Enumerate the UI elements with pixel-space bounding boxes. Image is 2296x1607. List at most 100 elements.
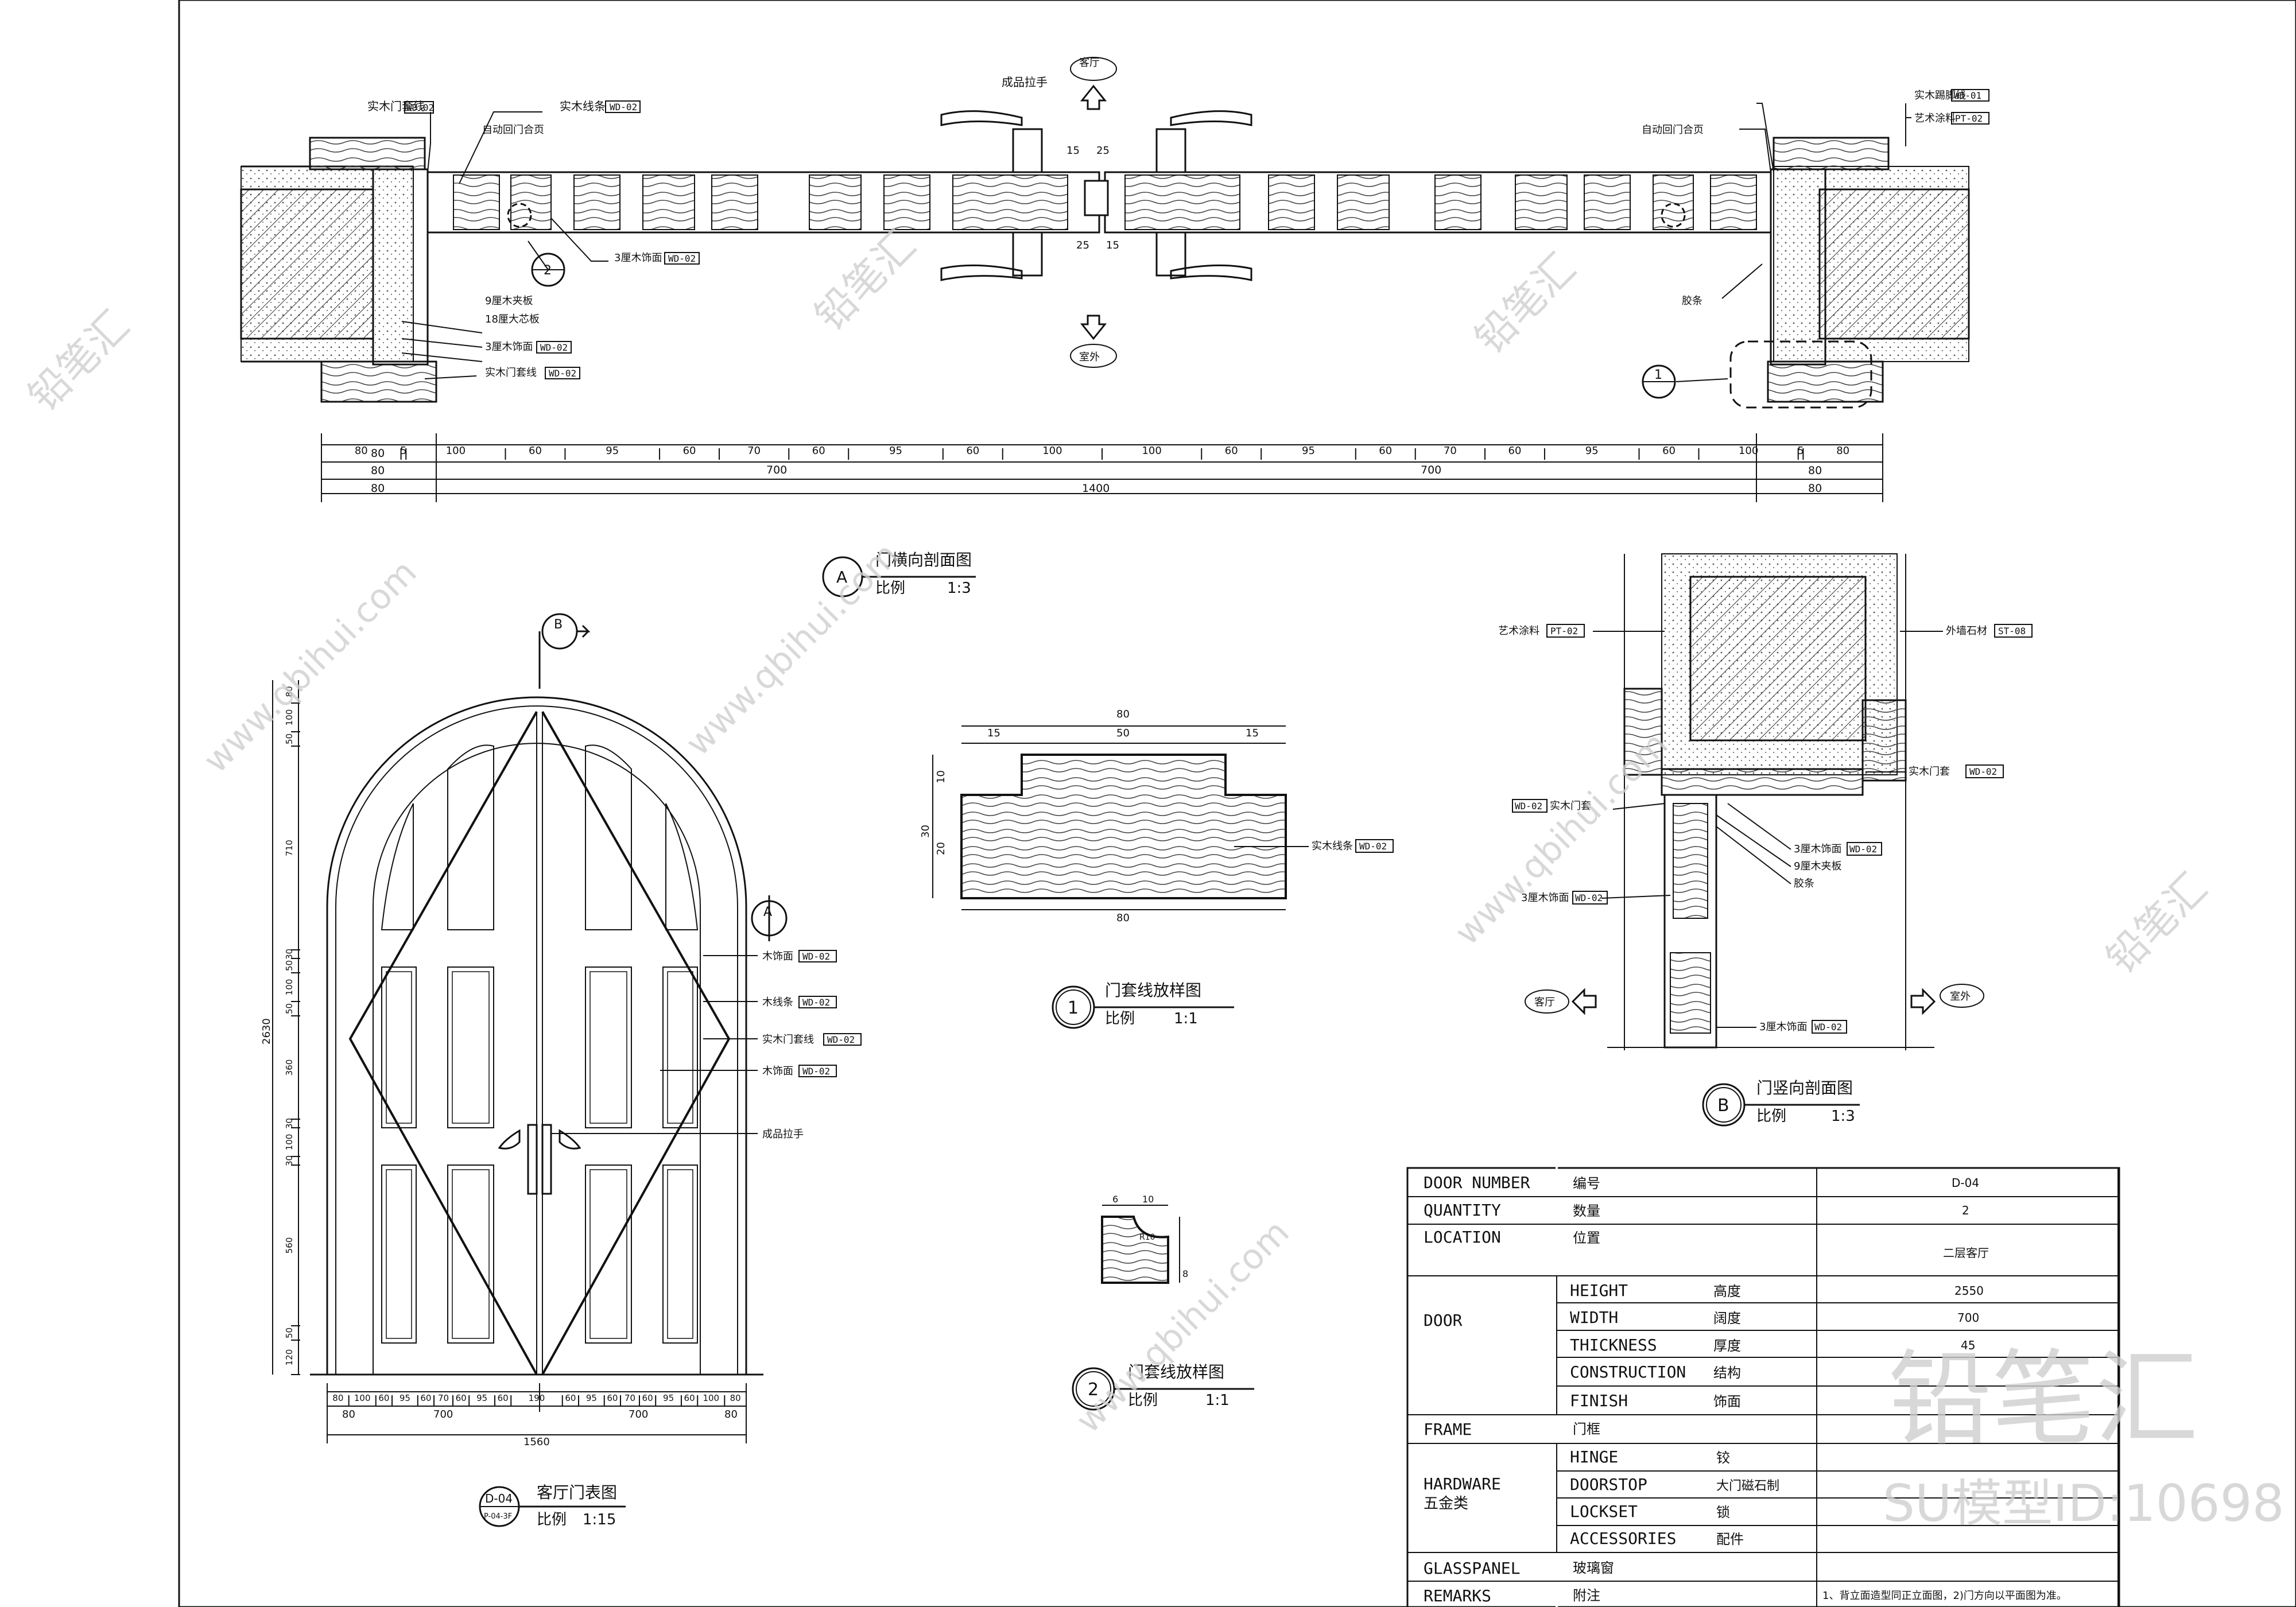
elev-label-frame-line-code: WD-02	[827, 1034, 855, 1045]
label-wood-strip: 实木线条	[560, 99, 606, 113]
label-frame-line-b: 实木门套线	[485, 367, 537, 379]
label-veneer3b-code: WD-02	[540, 342, 568, 353]
elev-hdim-label: 50	[284, 960, 294, 971]
label-frame-line-b-code: WD-02	[549, 368, 576, 379]
callout-2-symbol: 2	[544, 263, 552, 278]
sched-row1-en: QUANTITY	[1424, 1201, 1501, 1220]
section-a-dim-label: 60	[1662, 445, 1676, 457]
secb-veneer3-code: WD-02	[1849, 844, 1877, 855]
watermark-brand-4: 铅笔汇	[2097, 864, 2216, 983]
elev-hdim-label: 560	[284, 1237, 294, 1254]
secb-frame-l-code: WD-02	[1515, 801, 1542, 812]
elev-wdim-label: 60	[456, 1393, 467, 1403]
elevation-tag-top: D-04	[485, 1492, 513, 1505]
secb-veneer3-bottom-code: WD-02	[1814, 1022, 1842, 1032]
door-schedule-table	[1406, 1165, 2120, 1607]
sched-row0-en: DOOR NUMBER	[1424, 1173, 1530, 1192]
elev-hdim-label: 30	[284, 949, 294, 960]
sched-door-group: DOOR	[1424, 1311, 1463, 1330]
label-paint-right-code: PT-02	[1955, 113, 1983, 124]
elevation-scale: 1:15	[583, 1511, 616, 1528]
label-veneer3-top-code: WD-02	[668, 253, 696, 264]
sched-row1-cn: 数量	[1573, 1203, 1600, 1219]
elev-hdim-label: 50	[284, 1327, 294, 1338]
sched-glass-en: GLASSPANEL	[1424, 1559, 1521, 1578]
section-a-dim-80e: 80	[1808, 482, 1822, 495]
elev-label-handle: 成品拉手	[762, 1128, 804, 1140]
sched-door-c-cn: 结构	[1713, 1365, 1741, 1381]
center-dim-25: 25	[1096, 145, 1110, 157]
elev-hdim-label: 100	[284, 1134, 294, 1151]
elev-wdim-label: 190	[529, 1393, 545, 1403]
label-rubber: 胶条	[1682, 295, 1702, 307]
section-a-dim-1400: 1400	[1082, 482, 1110, 495]
secb-veneer3: 3厘木饰面	[1794, 843, 1841, 855]
elev-wdim-label: 60	[498, 1393, 509, 1403]
secb-stone: 外墙石材	[1946, 625, 1987, 637]
sched-frame-en: FRAME	[1424, 1420, 1472, 1439]
section-a-dim-700-left: 700	[766, 464, 787, 476]
label-paint-right: 艺术涂料	[1914, 112, 1956, 125]
elev-w2-0: 80	[342, 1408, 355, 1420]
elev-wdim-label: 95	[586, 1393, 597, 1403]
secb-scale: 1:3	[1831, 1108, 1855, 1125]
sched-remarks-en: REMARKS	[1424, 1586, 1491, 1605]
elev-wdim-label: 95	[476, 1393, 487, 1403]
section-a-dim-80c: 80	[1808, 464, 1822, 477]
secb-paint: 艺术涂料	[1498, 625, 1539, 637]
elev-wdim-label: 60	[684, 1393, 695, 1403]
elev-wdim-label: 100	[703, 1393, 719, 1403]
label-plywood9: 9厘木夹板	[485, 295, 533, 307]
section-a-dim-label: 60	[966, 445, 979, 457]
label-auto-hinge-left: 自动回门合页	[482, 124, 544, 136]
detail2-scale-label: 比例	[1128, 1392, 1158, 1409]
elev-wdim-label: 60	[565, 1393, 576, 1403]
detail2-dim-8: 8	[1182, 1268, 1188, 1279]
watermark-brand-2: 铅笔汇	[806, 222, 924, 340]
detail2-dim-10: 10	[1142, 1194, 1154, 1205]
sched-row2-cn: 位置	[1573, 1230, 1600, 1246]
secb-veneer3-l: 3厘木饰面	[1521, 892, 1569, 904]
elevation-total-width: 1560	[523, 1436, 550, 1448]
section-a-dim-label: 60	[812, 445, 825, 457]
section-b-drawing	[1525, 553, 1984, 1050]
sched-hw-hinge-cn: 铰	[1716, 1450, 1730, 1466]
elev-hdim-label: 30	[284, 1118, 294, 1129]
watermark-url-1: www.qbihui.com	[196, 552, 425, 781]
section-a-dim-label: 95	[1302, 445, 1315, 457]
sched-door-t-cn: 厚度	[1713, 1338, 1741, 1354]
section-a-dim-label: 70	[747, 445, 761, 457]
sched-hw-hinge-en: HINGE	[1570, 1447, 1618, 1466]
elev-wdim-label: 70	[438, 1393, 449, 1403]
elevation-total-height: 2630	[261, 1018, 273, 1045]
label-frame-line-code: WD-02	[406, 102, 434, 113]
elev-hdim-label: 120	[284, 1349, 294, 1366]
secb-frame-r-code: WD-02	[1969, 766, 1997, 777]
sched-hw-doorstop-cn: 大门磁石制	[1716, 1479, 1779, 1493]
sched-row2-en: LOCATION	[1424, 1228, 1501, 1247]
section-a-dim-label: 100	[1739, 445, 1758, 457]
sched-remarks-val: 1、背立面造型同正立面图，2)门方向以平面图为准。	[1822, 1590, 2067, 1602]
elev-hdim-label: 80	[284, 686, 294, 697]
sched-door-w-val: 700	[1957, 1311, 1979, 1325]
section-a-dim-label: 80	[355, 445, 368, 457]
elev-wdim-label: 95	[663, 1393, 674, 1403]
secb-symbol: B	[1717, 1096, 1729, 1116]
detail2-title: 门套线放样图	[1128, 1363, 1224, 1381]
detail1-label: 实木线条	[1312, 840, 1353, 852]
section-a-dim-label: 100	[1042, 445, 1062, 457]
section-a-dim-label: 100	[1142, 445, 1161, 457]
sched-door-f-cn: 饰面	[1713, 1393, 1741, 1410]
label-skirting: 实木踢脚线	[1914, 90, 1966, 102]
section-a-dim-label: 5	[1797, 445, 1804, 457]
elev-label-veneer-code: WD-02	[802, 951, 830, 962]
section-a-dim-label: 95	[1585, 445, 1599, 457]
sched-row1-val: 2	[1962, 1204, 1969, 1217]
watermark-brand-3: 铅笔汇	[1466, 244, 1584, 363]
label-veneer3b: 3厘木饰面	[485, 341, 533, 353]
section-a-dim-80d: 80	[371, 482, 385, 495]
label-handle-top: 成品拉手	[1002, 75, 1048, 89]
elevation-marker-a: A	[763, 905, 772, 919]
